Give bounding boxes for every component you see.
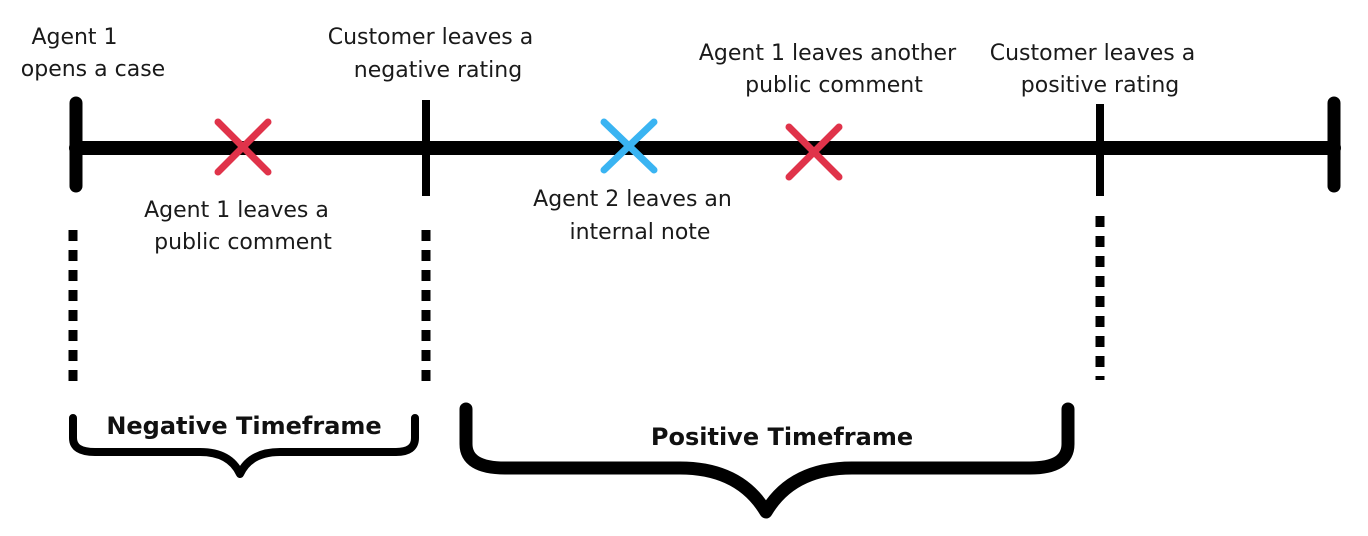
negative-timeframe-brace — [69, 414, 419, 478]
public-comment-marker-1 — [214, 118, 272, 176]
agent1-another-comment-label: Agent 1 leaves another public comment — [699, 41, 963, 98]
positive-timeframe-brace — [459, 402, 1075, 519]
internal-note-marker — [600, 118, 658, 174]
agent1-opens-case-label: Agent 1 opens a case — [21, 25, 165, 82]
positive-timeframe-label: Positive Timeframe — [651, 423, 913, 451]
agent2-internal-note-label: Agent 2 leaves an internal note — [533, 187, 739, 245]
public-comment-marker-2 — [785, 123, 843, 181]
agent1-public-comment-label: Agent 1 leaves a public comment — [144, 198, 336, 255]
customer-negative-rating-label: Customer leaves a negative rating — [328, 25, 540, 83]
customer-positive-rating-label: Customer leaves a positive rating — [990, 41, 1202, 98]
negative-timeframe-label: Negative Timeframe — [106, 412, 381, 440]
